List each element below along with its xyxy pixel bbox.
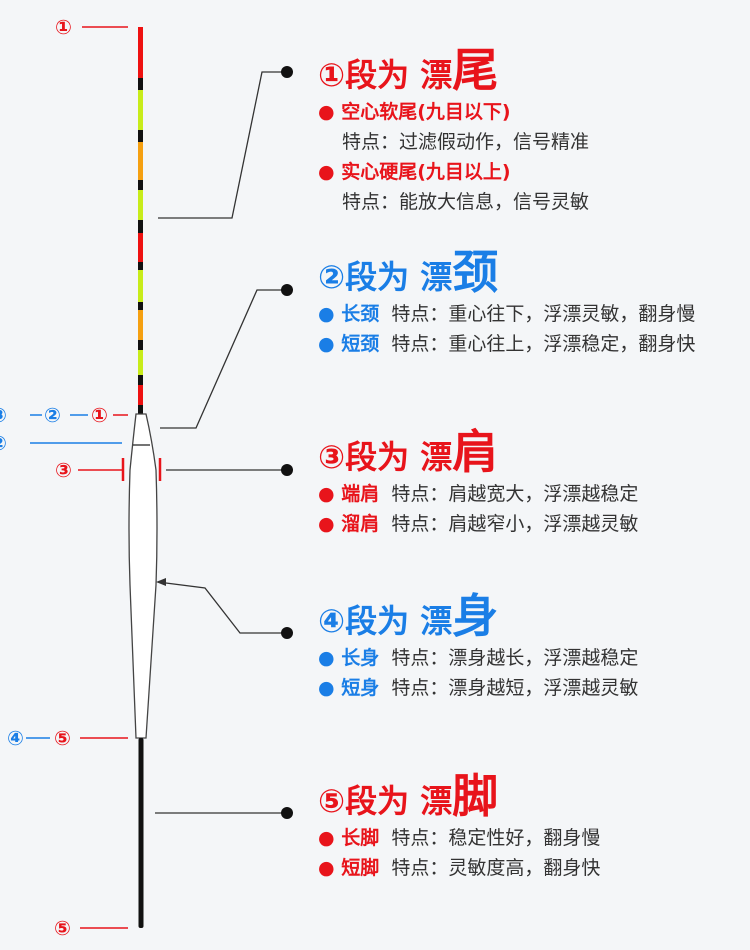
list-item: ● 端肩 特点：肩越宽大，浮漂越稳定 bbox=[318, 483, 639, 505]
marker-cut-bottom: ② bbox=[0, 433, 7, 453]
section-3: ③段为 漂肩 ● 端肩 特点：肩越宽大，浮漂越稳定 ● 溜肩 特点：肩越窄小，浮漂越… bbox=[318, 425, 639, 539]
tail-segment bbox=[138, 375, 143, 385]
list-item: ● 空心软尾(九目以下) bbox=[318, 101, 511, 123]
tail-segment bbox=[138, 220, 143, 233]
tail-segment bbox=[138, 190, 143, 220]
tail-segment bbox=[138, 130, 143, 142]
list-item: ● 溜肩 特点：肩越窄小，浮漂越灵敏 bbox=[318, 513, 639, 535]
marker-cut-top: ③ bbox=[0, 405, 7, 425]
marker-3: ③ bbox=[55, 458, 72, 482]
list-item: ● 短身 特点：漂身越短，浮漂越灵敏 bbox=[318, 677, 639, 699]
tail-segment bbox=[138, 405, 143, 414]
section-heading: ①段为 漂尾 bbox=[318, 43, 499, 97]
section-heading: ⑤段为 漂脚 bbox=[318, 769, 499, 823]
marker-4: ④ bbox=[7, 726, 24, 750]
float-body bbox=[128, 413, 158, 739]
tail-segment bbox=[138, 310, 143, 340]
list-item: ● 长脚 特点：稳定性好，翻身慢 bbox=[318, 827, 601, 849]
list-item: ● 长颈 特点：重心往下，浮漂灵敏，翻身慢 bbox=[318, 303, 696, 325]
section-heading: ②段为 漂颈 bbox=[318, 245, 499, 299]
section-2: ②段为 漂颈 ● 长颈 特点：重心往下，浮漂灵敏，翻身慢 ● 短颈 特点：重心往上，… bbox=[318, 245, 696, 359]
tail-segment bbox=[138, 350, 143, 375]
list-item: ● 长身 特点：漂身越长，浮漂越稳定 bbox=[318, 647, 639, 669]
tail-segment bbox=[138, 90, 143, 130]
list-item: ● 短脚 特点：灵敏度高，翻身快 bbox=[318, 857, 601, 879]
tail-segment bbox=[138, 340, 143, 350]
section-heading: ④段为 漂身 bbox=[318, 589, 499, 643]
tail-segment bbox=[138, 385, 143, 405]
section-4: ④段为 漂身 ● 长身 特点：漂身越长，浮漂越稳定 ● 短身 特点：漂身越短，浮漂越… bbox=[318, 589, 639, 703]
float-foot bbox=[138, 738, 144, 928]
tail-segment bbox=[138, 180, 143, 190]
tail-segment bbox=[138, 78, 143, 90]
section-5: ⑤段为 漂脚 ● 长脚 特点：稳定性好，翻身慢 ● 短脚 特点：灵敏度高，翻身快 bbox=[318, 769, 601, 883]
item-description: 特点：能放大信息，信号灵敏 bbox=[342, 191, 590, 213]
marker-1-mid: ① bbox=[91, 403, 108, 427]
tail-segment bbox=[138, 302, 143, 310]
tail-segment bbox=[138, 27, 143, 78]
list-item: ● 短颈 特点：重心往上，浮漂稳定，翻身快 bbox=[318, 333, 696, 355]
section-1: ①段为 漂尾 ● 空心软尾(九目以下) 特点：过滤假动作，信号精准 ● 实心硬尾(九目… bbox=[318, 43, 590, 217]
item-description: 特点：过滤假动作，信号精准 bbox=[342, 131, 590, 153]
marker-5-bottom: ⑤ bbox=[54, 916, 71, 940]
marker-2: ② bbox=[44, 403, 61, 427]
tail-segment bbox=[138, 262, 143, 270]
list-item: ● 实心硬尾(九目以上) bbox=[318, 161, 511, 183]
float-tail bbox=[138, 27, 143, 414]
tail-segment bbox=[138, 233, 143, 262]
tail-segment bbox=[138, 142, 143, 180]
section-heading: ③段为 漂肩 bbox=[318, 425, 499, 479]
tail-segment bbox=[138, 270, 143, 302]
marker-1-top: ① bbox=[55, 15, 72, 39]
marker-5-mid: ⑤ bbox=[54, 726, 71, 750]
